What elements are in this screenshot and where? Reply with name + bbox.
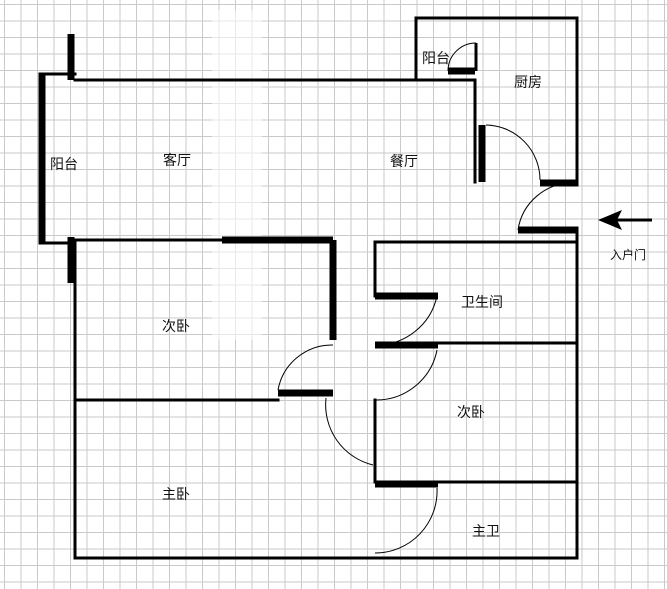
- left-balcony-walls: [38, 34, 77, 283]
- room-label-balcony-top: 阳台: [422, 51, 450, 67]
- room-label-secondary-bedroom-2: 次卧: [457, 405, 485, 421]
- outer-walls: [73, 16, 579, 560]
- room-label-kitchen: 厨房: [514, 75, 542, 91]
- room-label-balcony-left: 阳台: [50, 157, 78, 173]
- room-label-secondary-bedroom-1: 次卧: [162, 319, 190, 335]
- room-label-living-room: 客厅: [163, 153, 191, 169]
- doors: [277, 42, 574, 554]
- room-label-master-bath: 主卫: [472, 524, 500, 540]
- interior-walls: [73, 67, 579, 488]
- faded-area: [212, 10, 262, 340]
- room-label-bathroom: 卫生间: [461, 295, 503, 311]
- room-label-master-bedroom: 主卧: [162, 487, 190, 503]
- arrow-left-icon: [598, 210, 652, 230]
- room-label-dining-room: 餐厅: [390, 154, 418, 170]
- entrance-label: 入户门: [610, 248, 647, 262]
